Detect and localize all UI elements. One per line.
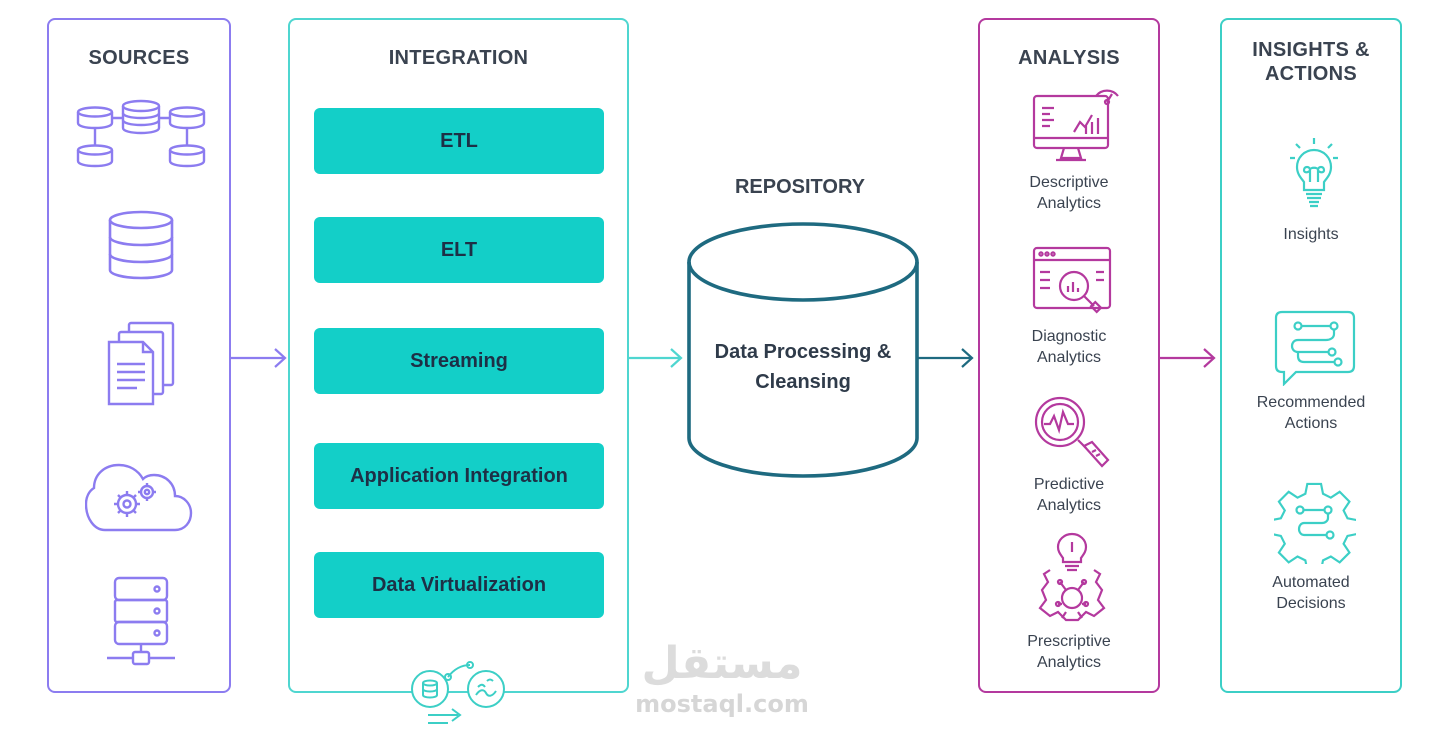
automated-line1: Automated (1272, 574, 1350, 591)
prescriptive-line1: Prescriptive (1027, 633, 1111, 650)
recommended-line1: Recommended (1256, 394, 1366, 411)
predictive-line2: Analytics (1036, 497, 1102, 514)
integration-title: INTEGRATION (388, 47, 529, 69)
arrow-repository-to-analysis (918, 346, 976, 370)
analysis-title: ANALYSIS (1018, 47, 1120, 69)
cloud-gears-icon (85, 448, 193, 534)
insights-line1: Insights (1283, 226, 1339, 243)
diagnostic-analytics-label: Diagnostic Analytics (980, 326, 1158, 368)
documents-icon (107, 320, 177, 406)
analysis-panel: ANALYSIS Descriptive Analytics Diagnosti… (978, 18, 1160, 693)
automated-line2: Decisions (1276, 595, 1346, 612)
watermark-logo-latin: mostaql.com (635, 690, 809, 718)
sources-panel: SOURCES (47, 18, 231, 693)
insights-panel: INSIGHTS & ACTIONS Insights Recommended … (1220, 18, 1402, 693)
arrow-sources-to-integration (231, 346, 289, 370)
repository-label-line2: Cleansing (755, 371, 851, 393)
repository-label: Data Processing & Cleansing (690, 337, 916, 397)
insights-title-line1: INSIGHTS & (1252, 39, 1370, 61)
gear-bulb-icon (1030, 532, 1114, 628)
server-icon (105, 576, 177, 670)
chat-flow-icon (1274, 310, 1356, 386)
descriptive-analytics-label: Descriptive Analytics (980, 172, 1158, 214)
repository-title: REPOSITORY (734, 176, 866, 198)
automated-decisions-label: Automated Decisions (1222, 572, 1400, 614)
prescriptive-analytics-label: Prescriptive Analytics (980, 631, 1158, 673)
watermark-logo-arabic: مستقل (641, 638, 803, 689)
insights-title: INSIGHTS & ACTIONS (1222, 38, 1400, 86)
database-icon (107, 210, 175, 280)
descriptive-line2: Analytics (1036, 195, 1102, 212)
streaming-button[interactable]: Streaming (314, 328, 604, 394)
predictive-analytics-label: Predictive Analytics (980, 474, 1158, 516)
sources-title: SOURCES (88, 47, 190, 69)
integration-panel: INTEGRATION ETL ELT Streaming Applicatio… (288, 18, 629, 693)
insights-title-line2: ACTIONS (1264, 63, 1358, 85)
integration-flow-icon (408, 655, 510, 727)
repository-label-line1: Data Processing & (714, 341, 892, 363)
monitor-chart-icon (1030, 84, 1120, 166)
data-virtualization-button[interactable]: Data Virtualization (314, 552, 604, 618)
bulb-binary-icon (1254, 136, 1374, 216)
diagnostic-line2: Analytics (1036, 349, 1102, 366)
arrow-integration-to-repository (629, 346, 685, 370)
database-network-icon (75, 98, 207, 168)
insights-label: Insights (1222, 224, 1400, 245)
diagnostic-line1: Diagnostic (1031, 328, 1107, 345)
prescriptive-line2: Analytics (1036, 654, 1102, 671)
browser-magnifier-icon (1030, 246, 1116, 320)
recommended-actions-label: Recommended Actions (1222, 392, 1400, 434)
etl-button[interactable]: ETL (314, 108, 604, 174)
arrow-analysis-to-insights (1160, 346, 1218, 370)
descriptive-line1: Descriptive (1029, 174, 1109, 191)
recommended-line2: Actions (1284, 415, 1338, 432)
magnifier-trend-icon (1030, 394, 1112, 470)
predictive-line1: Predictive (1033, 476, 1105, 493)
gear-flow-icon (1274, 482, 1356, 564)
repository-cylinder (686, 220, 920, 480)
application-integration-button[interactable]: Application Integration (314, 443, 604, 509)
elt-button[interactable]: ELT (314, 217, 604, 283)
